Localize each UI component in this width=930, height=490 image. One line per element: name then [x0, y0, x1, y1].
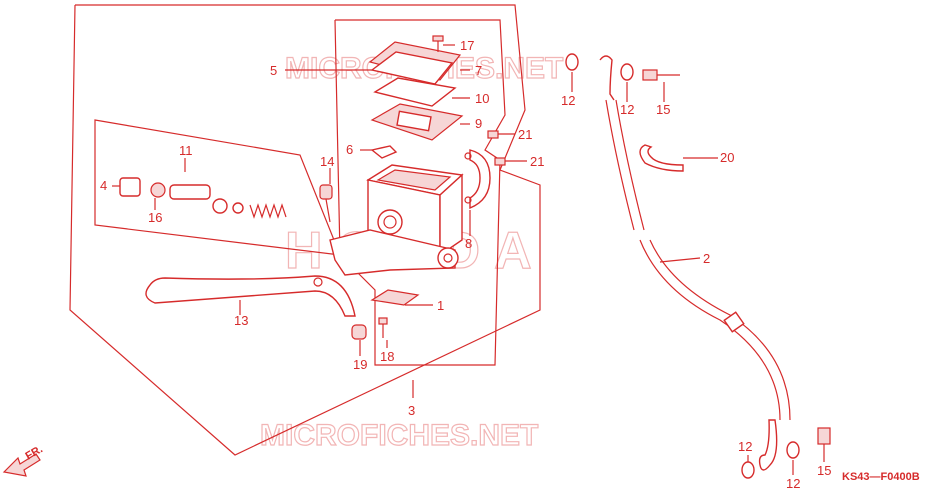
diagram-code: KS43—F0400B [842, 471, 920, 483]
callout-16: 16 [148, 210, 162, 225]
callout-11: 11 [179, 143, 193, 158]
sealing-washer-3 [741, 461, 755, 479]
callout-15b: 15 [817, 463, 831, 478]
screw-17-head [432, 35, 444, 42]
watermark-bottom: MICROFICHES.NET [260, 419, 538, 452]
callout-15a: 15 [656, 102, 670, 117]
boot [119, 177, 141, 197]
pivot-bolt [319, 184, 333, 200]
callout-20: 20 [720, 150, 734, 165]
hose-clamp [639, 144, 684, 172]
callout-9: 9 [475, 116, 482, 131]
hose-upper-fitting [599, 55, 615, 101]
bolt-21-bottom [494, 157, 506, 166]
cylinder-bore [377, 209, 403, 235]
spring [249, 203, 287, 219]
callout-12b: 12 [620, 102, 634, 117]
callout-1: 1 [437, 298, 444, 313]
piston [169, 184, 211, 200]
callout-6: 6 [346, 142, 353, 157]
diaphragm-plate [373, 77, 457, 107]
callout-13: 13 [234, 313, 248, 328]
callout-2: 2 [703, 251, 710, 266]
stop-switch [370, 289, 420, 306]
callout-14: 14 [320, 154, 334, 169]
sealing-washer-1 [565, 53, 579, 71]
sealing-washer-4 [786, 441, 800, 459]
clamp-holder [469, 149, 491, 210]
cover-plate [370, 51, 454, 85]
hose-upper-b [615, 99, 645, 231]
diaphragm-center [396, 110, 432, 132]
callout-10: 10 [475, 91, 489, 106]
callout-labels: 1 2 3 4 5 6 7 8 9 10 11 12 12 12 12 13 1… [100, 38, 831, 490]
hose-lower-b [649, 239, 791, 421]
callout-4: 4 [100, 178, 107, 193]
callout-12c: 12 [738, 439, 752, 454]
callout-18: 18 [380, 349, 394, 364]
brake-lever [145, 275, 356, 317]
leader-lines [112, 44, 825, 475]
callout-21a: 21 [518, 127, 532, 142]
circlip [150, 182, 166, 198]
pivot-boss [437, 247, 459, 269]
front-direction-arrow: FR. [2, 443, 45, 477]
callout-3: 3 [408, 403, 415, 418]
hose-joint [723, 311, 745, 333]
callout-17: 17 [460, 38, 474, 53]
lever-cap [351, 324, 367, 340]
callout-7: 7 [475, 63, 482, 78]
sealing-washer-2 [620, 63, 634, 81]
callout-12a: 12 [561, 93, 575, 108]
oil-bolt-bottom [817, 427, 831, 445]
hose-lower-fitting [758, 419, 778, 471]
callout-19: 19 [353, 357, 367, 372]
callout-12d: 12 [786, 476, 800, 490]
switch-clip [370, 145, 398, 159]
arrow-icon [2, 453, 41, 477]
cup [212, 198, 228, 214]
hose-upper-a [605, 99, 635, 231]
oil-bolt-top [642, 69, 658, 81]
callout-5: 5 [270, 63, 277, 78]
callout-21b: 21 [530, 154, 544, 169]
master-cylinder-side [439, 173, 463, 257]
hose-lower-a [639, 239, 781, 421]
lever-bracket [329, 229, 456, 276]
direction-label: FR. [24, 443, 45, 462]
bolt-21-top [487, 130, 499, 139]
callout-8: 8 [465, 236, 472, 251]
assembly-frame [69, 4, 541, 456]
screw-18 [378, 317, 388, 325]
master-cylinder-inner [376, 169, 452, 191]
